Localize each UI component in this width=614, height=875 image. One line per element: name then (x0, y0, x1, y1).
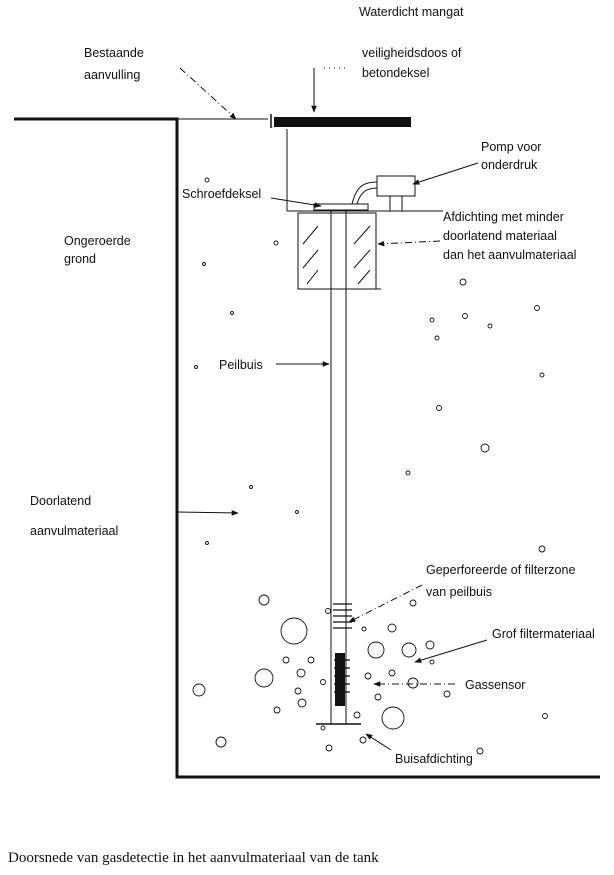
label-bestaande-1: Bestaande (84, 46, 144, 60)
label-grof-filter: Grof filtermateriaal (492, 627, 595, 641)
leader-afdichting (377, 240, 441, 247)
pump-hose (351, 181, 378, 205)
figure-caption: Doorsnede van gasdetectie in het aanvulm… (8, 850, 379, 866)
leader-doorlatend (177, 510, 239, 516)
label-veiligheid-1: veiligheidsdoos of (362, 46, 462, 60)
leader-geperforeerde (348, 584, 423, 623)
screw-cap (313, 203, 369, 211)
label-geperforeerde-2: van peilbuis (426, 585, 492, 599)
pump-stand (389, 195, 403, 212)
label-afdichting-1: Afdichting met minder (443, 210, 564, 224)
leader-buisafdichting (365, 733, 392, 751)
label-gassensor: Gassensor (465, 678, 525, 692)
label-veiligheid-2: betondeksel (362, 66, 429, 80)
label-peilbuis: Peilbuis (219, 358, 263, 372)
label-pomp-2: onderdruk (481, 158, 538, 172)
label-afdichting-2: doorlatend materiaal (443, 229, 557, 243)
label-doorlatend-2: aanvulmateriaal (30, 524, 118, 538)
seal-hatching (302, 225, 371, 285)
excavation-outline (14, 117, 600, 779)
label-geperforeerde-1: Geperforeerde of filterzone (426, 563, 575, 577)
label-buisafdichting: Buisafdichting (395, 752, 473, 766)
label-schroefdeksel: Schroefdeksel (182, 187, 261, 201)
safety-box-lid (274, 117, 411, 127)
leader-bestaande (179, 67, 237, 120)
label-doorlatend-1: Doorlatend (30, 494, 91, 508)
gas-sensor (335, 653, 345, 706)
seal-block (297, 212, 377, 290)
label-waterdicht-mangat: Waterdicht mangat (359, 5, 464, 19)
leader-pomp (412, 162, 479, 185)
vacuum-pump (376, 175, 416, 197)
fill-particles (192, 177, 548, 755)
label-ongeroerde-2: grond (64, 252, 96, 266)
label-bestaande-2: aanvulling (84, 68, 140, 82)
label-afdichting-3: dan het aanvulmateriaal (443, 248, 576, 262)
label-pomp-1: Pomp voor (481, 140, 541, 154)
leader-schroefdeksel (270, 197, 322, 208)
label-ongeroerde-1: Ongeroerde (64, 234, 131, 248)
leader-grof (414, 639, 488, 663)
